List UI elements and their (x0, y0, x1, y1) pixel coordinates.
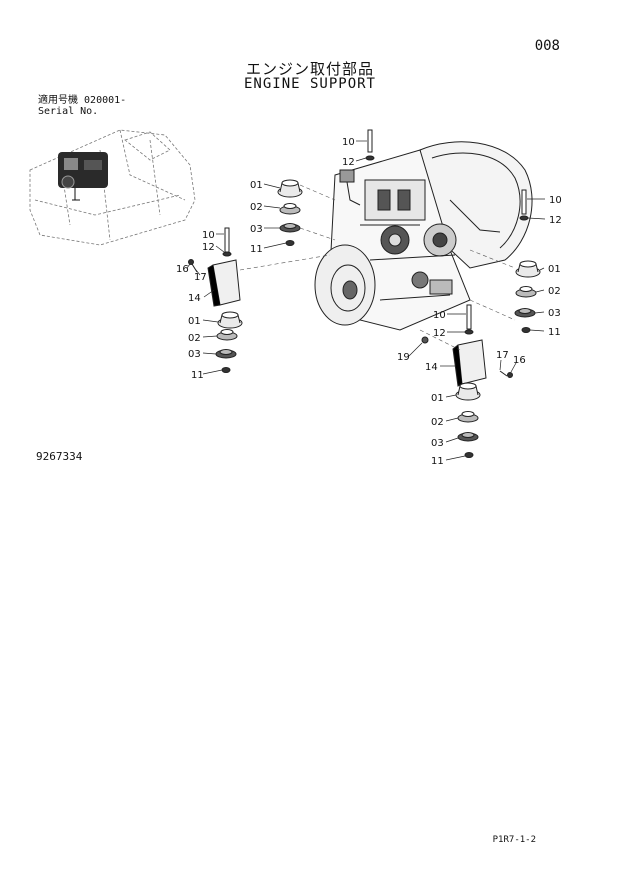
callout-01: 01 (548, 264, 561, 275)
page-title-japanese: エンジン取付部品 (245, 60, 374, 78)
callout-02: 02 (431, 417, 444, 428)
machine-engine-thumbnail (58, 152, 108, 201)
footer-reference: P1R7-1-2 (492, 835, 536, 845)
drawing-code: 9267334 (36, 450, 83, 463)
left-front-mount-stack (277, 129, 375, 246)
callout-03: 03 (548, 308, 561, 319)
callout-01: 01 (250, 180, 263, 191)
callout-10: 10 (433, 310, 446, 321)
right-rear-mount-stack (421, 304, 513, 458)
callout-12: 12 (342, 157, 355, 168)
left-mount-stack (188, 227, 243, 373)
machine-overview-illustration (29, 129, 196, 246)
callout-03: 03 (188, 349, 201, 360)
callout-14: 14 (425, 362, 438, 373)
callout-11: 11 (431, 456, 444, 467)
callout-10: 10 (342, 137, 355, 148)
callout-11: 11 (250, 244, 263, 255)
callout-11: 11 (548, 327, 561, 338)
callout-12: 12 (549, 215, 562, 226)
engine-assembly-illustration (314, 141, 533, 331)
right-front-mount-stack (514, 189, 541, 333)
assembly-center-lines (239, 184, 516, 351)
callout-14: 14 (188, 293, 201, 304)
callout-17: 17 (194, 272, 207, 283)
callout-16: 16 (176, 264, 189, 275)
serial-label-japanese: 適用号機 (38, 95, 78, 106)
callout-01: 01 (431, 393, 444, 404)
callout-12: 12 (202, 242, 215, 253)
callout-01: 01 (188, 316, 201, 327)
callout-10: 10 (549, 195, 562, 206)
callout-10: 10 (202, 230, 215, 241)
callout-labels: 01 02 03 11 10 12 10 12 16 17 14 01 02 0… (176, 137, 562, 467)
callout-17: 17 (496, 350, 509, 361)
callout-11: 11 (191, 370, 204, 381)
callout-16: 16 (513, 355, 526, 366)
callout-12: 12 (433, 328, 446, 339)
page-title: ENGINE SUPPORT (243, 76, 376, 92)
serial-range: 020001- (84, 95, 127, 106)
callout-02: 02 (548, 286, 561, 297)
callout-19: 19 (397, 352, 410, 363)
serial-applicability: 適用号機 020001- Serial No. (38, 95, 126, 117)
callout-leader-lines (186, 140, 546, 461)
callout-02: 02 (250, 202, 263, 213)
callout-03: 03 (431, 438, 444, 449)
page-number: 008 (534, 38, 560, 54)
callout-02: 02 (188, 333, 201, 344)
serial-label: Serial No. (38, 106, 99, 117)
callout-03: 03 (250, 224, 263, 235)
